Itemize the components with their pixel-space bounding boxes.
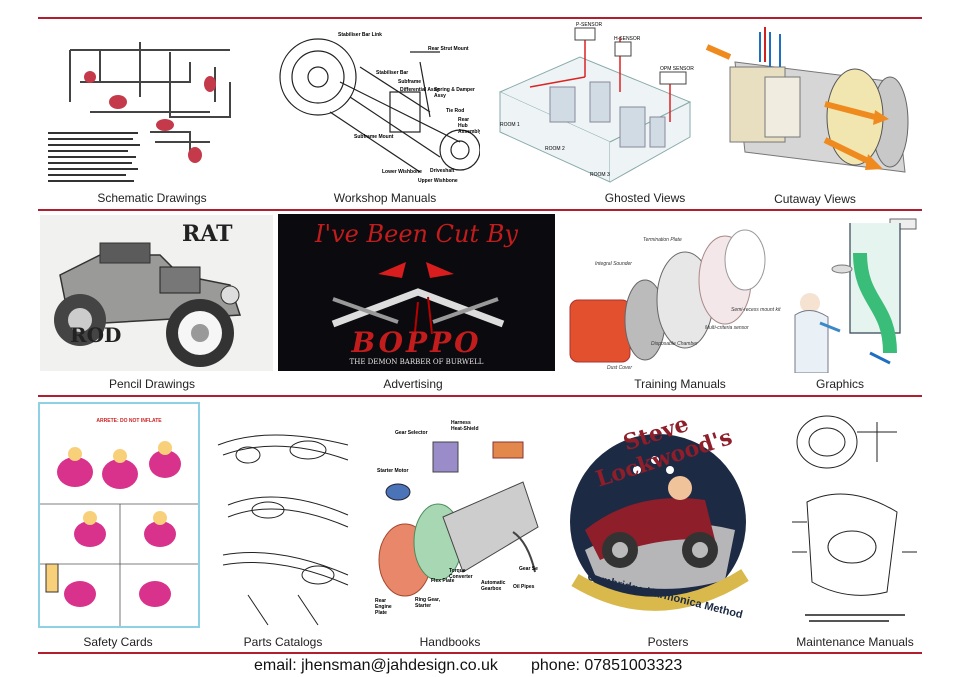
caption-advertising[interactable]: Advertising — [383, 377, 443, 391]
label-spring: Spring & Damper Assy — [434, 87, 475, 99]
ghosted-view-image[interactable]: P-SENSOR H-SENSOR OPM SENSOR ROOM 1 ROOM… — [490, 22, 700, 187]
advertising-image[interactable]: I've Been Cut By BOPPO THE DEMON BARBER … — [278, 214, 555, 371]
schematic-drawing-image[interactable] — [40, 22, 265, 187]
parts-catalog-image[interactable] — [208, 405, 358, 627]
divider-row3-bottom — [38, 652, 922, 654]
label-torque: Torque Converter — [449, 568, 473, 580]
label-upper-wishbone: Upper Wishbone — [418, 178, 458, 184]
label-chamber: Disposable Chamber — [651, 341, 698, 347]
footer-email[interactable]: email: jhensman@jahdesign.co.uk — [254, 657, 498, 674]
caption-posters[interactable]: Posters — [647, 635, 689, 649]
divider-row1-bottom — [38, 209, 922, 211]
label-rat: RAT — [182, 221, 233, 247]
training-manual-image[interactable]: Termination Plate Integral Sounder Semi-… — [565, 215, 790, 375]
label-stabiliser-bar: Stabiliser Bar — [376, 70, 409, 76]
handbook-image[interactable]: Gear Selector Harness Heat-Shield Starte… — [373, 412, 543, 622]
caption-handbooks[interactable]: Handbooks — [419, 635, 481, 649]
caption-ghosted[interactable]: Ghosted Views — [604, 191, 686, 205]
label-gear-se: Gear Se — [519, 566, 538, 572]
label-tie-rod: Tie Rod — [446, 108, 465, 114]
label-starter: Starter Motor — [377, 468, 409, 474]
label-subframe: Subframe — [398, 79, 422, 85]
caption-cutaway[interactable]: Cutaway Views — [774, 192, 856, 206]
label-semi-recess: Semi-recess mount kit — [731, 307, 781, 313]
divider-row2-bottom — [38, 395, 922, 397]
pencil-drawing-image[interactable]: RAT ROD — [40, 215, 273, 371]
label-diff: Differential Assy — [400, 87, 440, 93]
advert-tagline: THE DEMON BARBER OF BURWELL — [349, 358, 484, 366]
label-dust: Dust Cover — [607, 365, 633, 371]
label-auto: Automatic Gearbox — [481, 580, 506, 592]
label-multi: Multi-criteria sensor — [705, 325, 749, 331]
label-termination: Termination Plate — [643, 237, 682, 243]
cutaway-view-image[interactable] — [705, 22, 922, 190]
footer-phone[interactable]: phone: 07851003323 — [531, 657, 683, 674]
label-sounder: Integral Sounder — [595, 261, 632, 267]
label-room2: ROOM 2 — [545, 146, 565, 152]
caption-maintenance[interactable]: Maintenance Manuals — [796, 635, 914, 649]
label-rear-plate: Rear Engine Plate — [375, 598, 392, 616]
caption-training[interactable]: Training Manuals — [634, 377, 726, 391]
divider-top — [38, 17, 922, 19]
label-flex: Flex Plate — [431, 578, 455, 584]
caption-safety[interactable]: Safety Cards — [83, 635, 153, 649]
label-room3: ROOM 3 — [590, 172, 610, 178]
label-h-sensor: H-SENSOR — [614, 36, 641, 42]
label-opm-sensor: OPM SENSOR — [660, 66, 694, 72]
label-ring: Ring Gear, Starter — [415, 597, 441, 609]
label-room1: ROOM 1 — [500, 122, 520, 128]
label-rear-strut: Rear Strut Mount — [428, 46, 469, 52]
label-oil: Oil Pipes — [513, 584, 535, 590]
caption-workshop[interactable]: Workshop Manuals — [333, 191, 437, 205]
caption-graphics[interactable]: Graphics — [815, 377, 865, 391]
graphics-image[interactable] — [790, 213, 922, 373]
label-driveshaft: Driveshaft — [430, 168, 455, 174]
poster-image[interactable]: Steve Lockwood's Cambridge Harmonica Met… — [545, 400, 775, 630]
caption-parts[interactable]: Parts Catalogs — [243, 635, 323, 649]
label-lower-wishbone: Lower Wishbone — [382, 169, 422, 175]
advert-headline: I've Been Cut By — [315, 220, 518, 248]
caption-schematic[interactable]: Schematic Drawings — [97, 191, 207, 205]
label-rod: ROD — [70, 323, 122, 347]
label-subframe-mount: Subframe Mount — [354, 134, 394, 140]
advert-brand: BOPPO — [351, 326, 482, 359]
safety-card-image[interactable]: ARRETE: DO NOT INFLATE — [38, 402, 200, 628]
label-harness: Harness Heat-Shield — [451, 420, 479, 432]
caption-pencil[interactable]: Pencil Drawings — [108, 377, 196, 391]
label-gear-selector: Gear Selector — [395, 430, 428, 436]
workshop-manual-image[interactable]: Stabiliser Bar Link Rear Strut Mount Sub… — [270, 22, 480, 187]
safety-warning-label: ARRETE: DO NOT INFLATE — [96, 418, 162, 424]
label-stabiliser-link: Stabiliser Bar Link — [338, 32, 382, 38]
label-hub: Rear Hub Assembly — [458, 117, 480, 135]
maintenance-manual-image[interactable] — [787, 402, 922, 628]
label-p-sensor: P-SENSOR — [576, 22, 603, 28]
